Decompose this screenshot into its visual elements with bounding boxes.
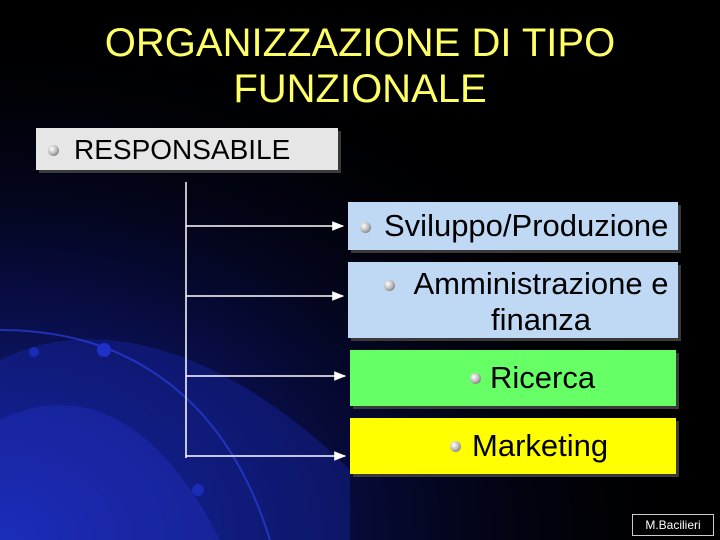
author-signature: M.Bacilieri (632, 514, 714, 536)
function-label: Amministrazione e finanza (413, 266, 669, 337)
page-title: ORGANIZZAZIONE DI TIPO FUNZIONALE (104, 21, 616, 111)
function-box-amministrazione: Amministrazione e finanza (348, 262, 678, 338)
function-box-marketing: Marketing (350, 418, 676, 474)
bullet-icon (470, 373, 481, 384)
responsabile-label: RESPONSABILE (74, 134, 291, 165)
responsabile-box: RESPONSABILE (36, 128, 338, 170)
bullet-icon (48, 145, 59, 156)
bullet-icon (360, 222, 371, 233)
function-box-ricerca: Ricerca (350, 350, 676, 406)
function-label: Ricerca (490, 360, 596, 395)
function-label: Marketing (472, 428, 609, 463)
function-label: Sviluppo/Produzione (384, 208, 669, 243)
bullet-icon (384, 280, 395, 291)
function-box-sviluppo: Sviluppo/Produzione (348, 202, 678, 250)
bullet-icon (450, 441, 461, 452)
